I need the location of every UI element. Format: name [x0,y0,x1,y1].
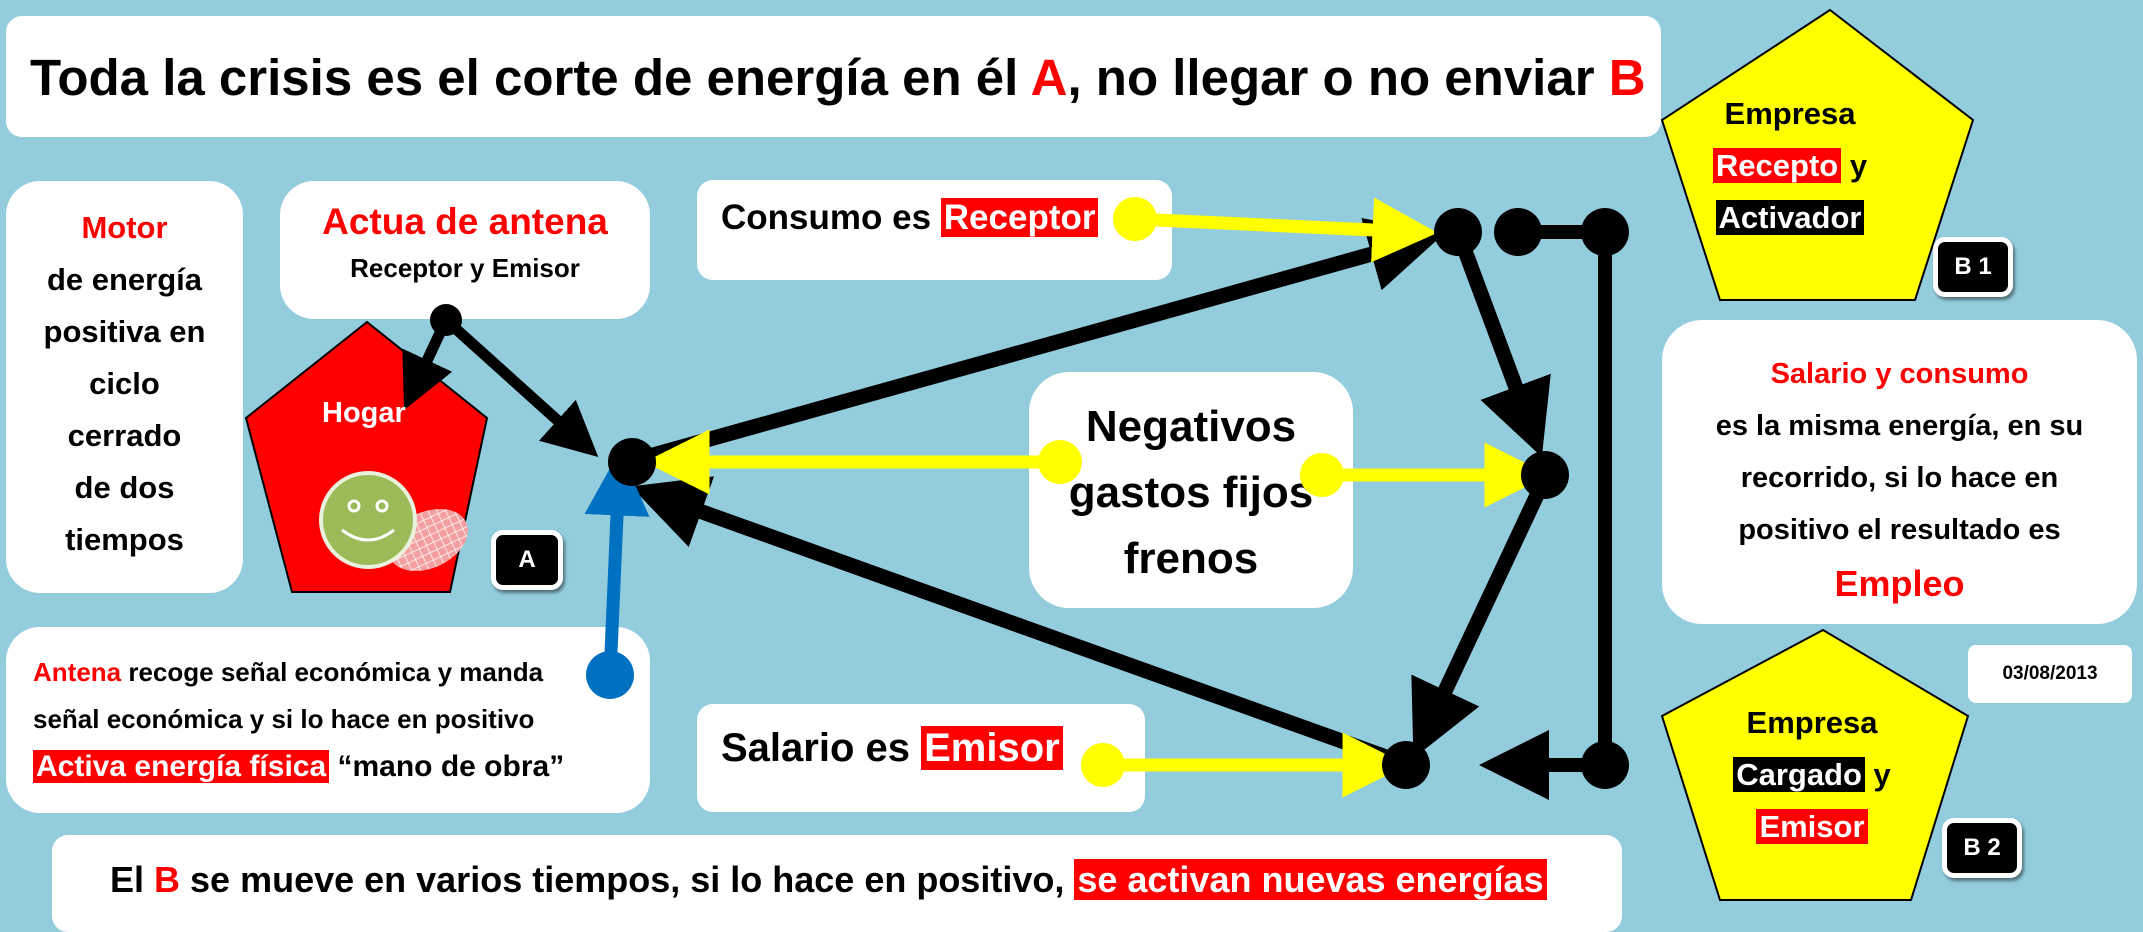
motor-line: de energía [46,262,203,297]
arrow-antena-to-hogar [402,317,453,410]
yellow-arrow-consumo [1134,197,1438,263]
consumo-box: Consumo es Receptor [697,180,1172,280]
b1-corner-node [1581,208,1629,256]
right-node [1521,451,1569,499]
motor-line: cerrado [67,418,182,453]
empresa-b2-tag: B 2 [1942,818,2022,878]
empresa-b1-title: Empresa [1724,96,1856,131]
antena-note-line1: Antena recoge señal económica y manda [33,657,544,687]
salario-consumo-line: positivo el resultado es [1738,514,2061,546]
arrow-antena-to-hub [442,315,599,458]
b1-node [1494,208,1542,256]
bottom-statement: El B se mueve en varios tiempos, si lo h… [110,859,1547,901]
empleo-result: Empleo [1834,563,1965,604]
page-title: Toda la crisis es el corte de energía en… [30,49,1646,106]
antena-role-box: Actua de antena Receptor y Emisor [280,181,650,319]
empresa-b2-line: Emisor [1722,801,1902,853]
motor-line: positiva en [43,314,206,349]
empresa-b1-tag: B 1 [1933,237,2013,297]
motor-line: ciclo [89,366,160,401]
arrow-right-to-salario [1411,474,1552,759]
motor-line: tiempos [65,522,184,557]
title-box: Toda la crisis es el corte de energía en… [6,16,1661,137]
grid-decoration [388,509,468,571]
antena-note-box: Antena recoge señal económica y manda se… [6,627,650,813]
bottom-box: El B se mueve en varios tiempos, si lo h… [52,835,1622,932]
date-label: 03/08/2013 [1968,645,2132,703]
empresa-b2-line: Cargado y [1722,749,1902,801]
negativos-line: frenos [1123,534,1259,583]
motor-line: de dos [74,470,175,505]
hub-node [608,438,656,486]
salario-consumo-line: recorrido, si lo hace en [1740,462,2059,494]
negativos-line: gastos fijos [1068,468,1314,517]
motor-heading: Motor [81,210,168,245]
salario-label: Salario es Emisor [721,726,1063,771]
salario-consumo-line: es la misma energía, en su [1715,410,2084,442]
arrow-consumo-to-right [1450,229,1551,458]
negativos-box: Negativos gastos fijos frenos [1029,372,1353,608]
consumo-node [1434,208,1482,256]
smiley-icon [319,471,417,569]
motor-box: Motor de energía positiva en ciclo cerra… [6,181,243,593]
empresa-b2-title: Empresa [1746,705,1878,740]
antena-note-line3: Activa energía física “mano de obra” [33,743,650,790]
hogar-tag: A [491,530,563,590]
empresa-b2-label: Empresa Cargado y Emisor [1722,697,1902,853]
antena-role-sub: Receptor y Emisor [350,253,580,283]
empresa-b1-label: Empresa Recepto y Activador [1700,88,1880,244]
salario-consumo-box: Salario y consumo es la misma energía, e… [1662,320,2137,624]
antena-note-line2: señal económica y si lo hace en positivo [33,704,535,734]
hogar-label: Hogar [322,397,406,429]
b2-corner-node [1581,741,1629,789]
consumo-label: Consumo es Receptor [721,198,1099,238]
salario-consumo-heading: Salario y consumo [1770,358,2029,390]
empresa-b1-line: Recepto y [1700,140,1880,192]
antena-role-heading: Actua de antena [322,201,608,242]
hogar-pentagon [244,320,489,593]
empresa-b1-line: Activador [1700,192,1880,244]
salario-box: Salario es Emisor [697,704,1145,812]
negativos-line: Negativos [1085,402,1297,451]
salario-node [1382,741,1430,789]
